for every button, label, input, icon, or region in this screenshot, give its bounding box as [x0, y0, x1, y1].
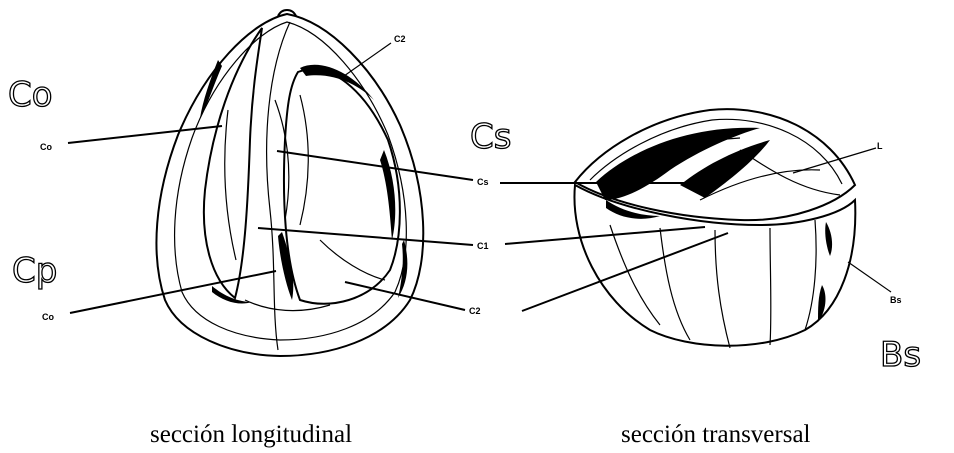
pointer-co-lower [70, 271, 276, 313]
label-c1: C1 [477, 241, 489, 251]
label-co-lower: Co [42, 312, 54, 322]
cotyledon-dark-edge-right [380, 150, 395, 240]
pointer-co-upper [68, 126, 222, 143]
pointer-l [793, 148, 876, 173]
pointer-c1 [258, 228, 473, 245]
caption-longitudinal: sección longitudinal [150, 421, 352, 448]
pointer-c1-right [505, 227, 705, 244]
central-dark-seam [278, 232, 293, 300]
transversal-section-drawing [574, 109, 855, 348]
label-co-upper: Co [40, 142, 52, 152]
pointer-bs [848, 262, 891, 292]
handwritten-bs: Bs [880, 335, 921, 375]
shell-dark-spot-1 [825, 222, 832, 256]
left-cotyledon [204, 28, 262, 298]
handwritten-co: Co [8, 75, 53, 115]
right-dark-seam [398, 240, 407, 298]
longitudinal-suture [267, 22, 290, 350]
label-c2-bottom: C2 [469, 306, 481, 316]
right-cotyledon [284, 69, 400, 303]
label-l: L [877, 141, 883, 151]
pointer-cs [277, 151, 473, 180]
longitudinal-section-drawing [156, 10, 423, 356]
handwritten-cs: Cs [470, 117, 511, 157]
handwritten-cp: Cp [12, 251, 57, 291]
pointer-c2-right [522, 233, 728, 311]
shell-stripe-4 [770, 228, 771, 345]
shell-stripe-5 [805, 220, 816, 330]
printed-labels: Co Co C2 Cs C1 C2 L Bs [40, 34, 902, 322]
shell-stripe-2 [660, 228, 690, 340]
label-c2-top: C2 [394, 34, 406, 44]
seed-inner-line-5 [245, 300, 330, 311]
seed-inner-line-3 [225, 110, 236, 260]
cotyledon-dark-edge-left [200, 60, 222, 118]
label-bs: Bs [890, 295, 902, 305]
seed-inner-line-4 [320, 240, 385, 280]
label-cs: Cs [477, 177, 489, 187]
longitudinal-shell-outline [156, 14, 423, 356]
seed-inner-line-2 [300, 95, 308, 225]
shell-stripe-3 [715, 230, 730, 348]
cotyledon-dark-edge-top [300, 65, 374, 100]
caption-transversal: sección transversal [621, 421, 811, 448]
